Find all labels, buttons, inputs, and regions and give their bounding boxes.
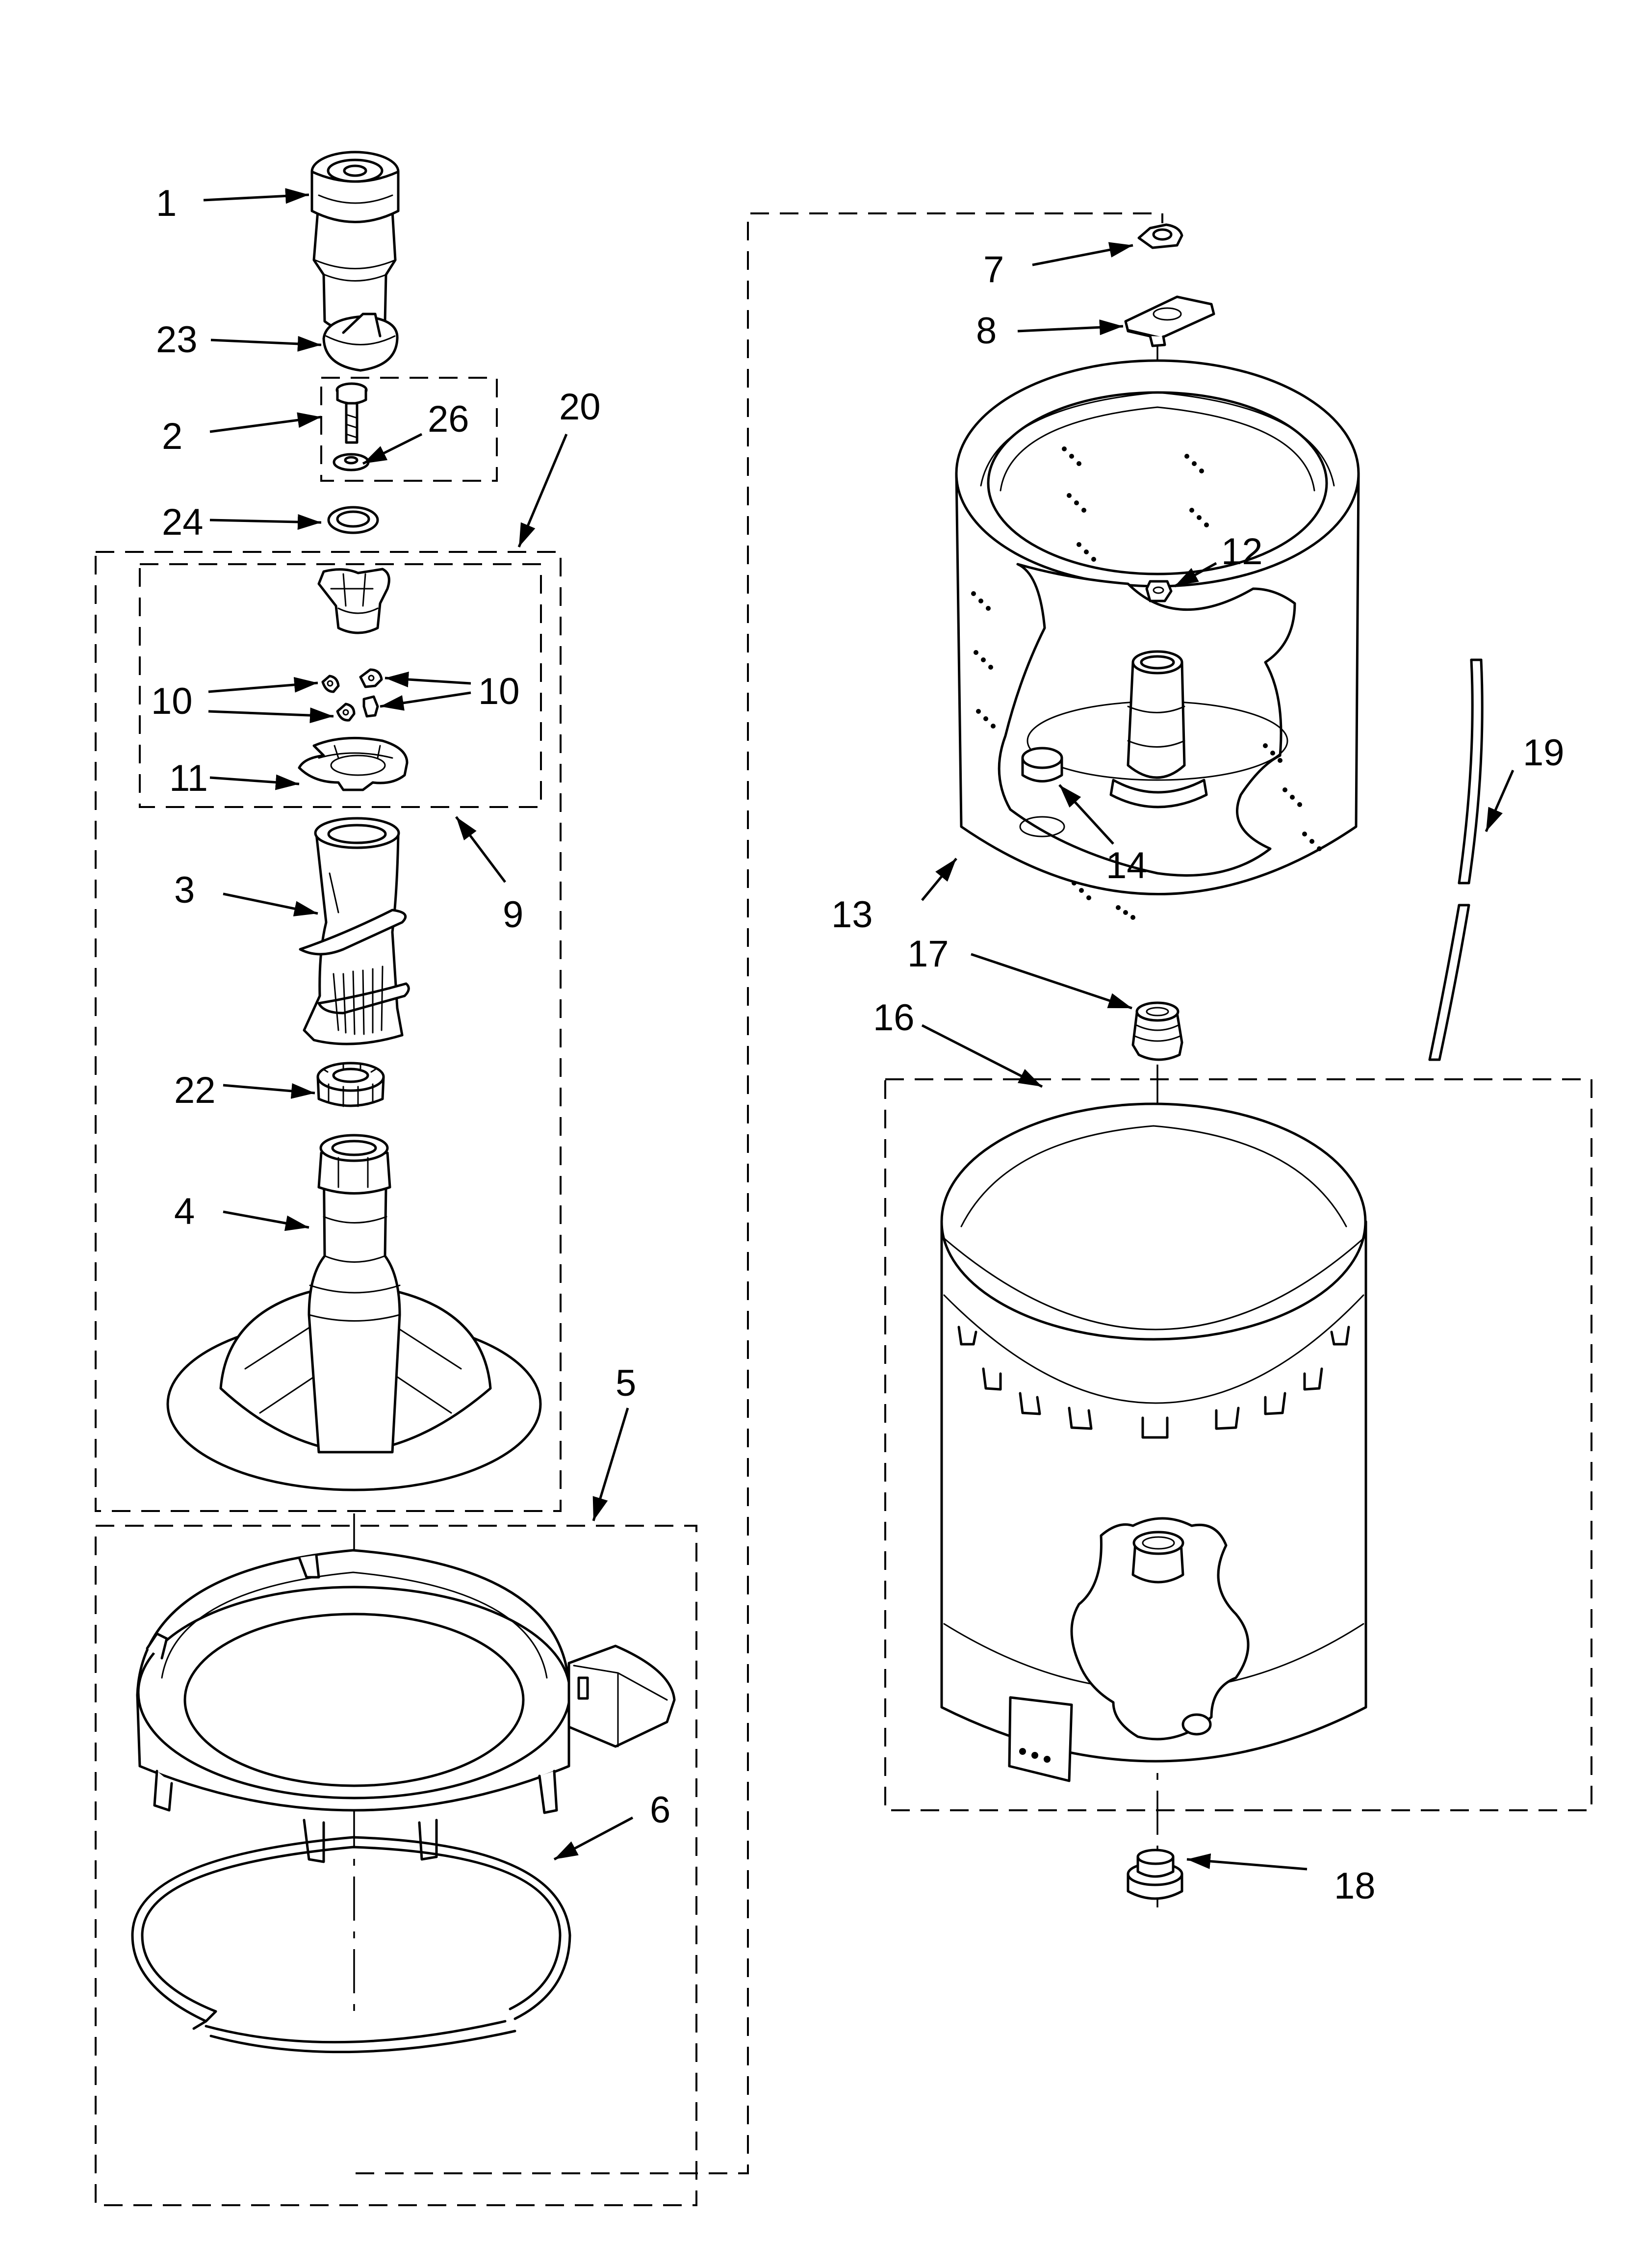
label-22: 22 bbox=[174, 1069, 216, 1111]
part-2-bolt bbox=[335, 382, 368, 444]
part-16-outer-tub bbox=[940, 1102, 1367, 1782]
part-6-split-ring bbox=[131, 1836, 571, 2054]
part-19-hose bbox=[1428, 658, 1484, 1061]
connector-dashed-line bbox=[356, 212, 1163, 2174]
part-24-oring bbox=[327, 506, 379, 534]
part-22-ring bbox=[316, 1062, 385, 1107]
label-8: 8 bbox=[976, 310, 997, 352]
label-3: 3 bbox=[174, 869, 195, 911]
group-box-20 bbox=[95, 551, 562, 1512]
label-18: 18 bbox=[1334, 1865, 1376, 1907]
part-18-plug bbox=[1127, 1849, 1183, 1900]
part-4-agitator-base bbox=[166, 1134, 542, 1491]
part-9-dog-assembly bbox=[298, 568, 409, 791]
label-16: 16 bbox=[873, 997, 915, 1039]
label-23: 23 bbox=[156, 319, 198, 361]
label-9: 9 bbox=[503, 894, 523, 936]
label-20: 20 bbox=[559, 386, 601, 428]
label-4: 4 bbox=[174, 1191, 195, 1232]
label-5: 5 bbox=[616, 1362, 636, 1404]
part-17-bushing bbox=[1131, 1001, 1183, 1061]
label-26: 26 bbox=[428, 398, 469, 440]
label-14: 14 bbox=[1106, 845, 1148, 886]
label-13: 13 bbox=[831, 894, 873, 936]
group-box-2-26 bbox=[320, 377, 498, 482]
label-2: 2 bbox=[162, 416, 182, 457]
label-12: 12 bbox=[1221, 531, 1263, 573]
label-11: 11 bbox=[169, 757, 208, 799]
part-3-agitator-auger bbox=[299, 817, 410, 1045]
label-17: 17 bbox=[907, 933, 949, 975]
part-13-basket bbox=[955, 359, 1360, 920]
label-7: 7 bbox=[983, 249, 1004, 290]
basket-perforations bbox=[971, 446, 1322, 920]
part-8-bracket bbox=[1124, 295, 1215, 347]
part-7-clip bbox=[1137, 223, 1183, 249]
label-1: 1 bbox=[156, 182, 177, 224]
label-10-left: 10 bbox=[151, 680, 193, 722]
group-box-16 bbox=[884, 1078, 1592, 1811]
part-5-tub-ring bbox=[136, 1549, 676, 1863]
label-6: 6 bbox=[650, 1789, 670, 1831]
part-23-cap bbox=[322, 313, 399, 372]
label-19: 19 bbox=[1523, 732, 1565, 774]
group-box-5 bbox=[95, 1525, 697, 2206]
label-10-right: 10 bbox=[478, 671, 520, 712]
part-1-dispenser bbox=[310, 151, 400, 334]
label-24: 24 bbox=[162, 501, 204, 543]
